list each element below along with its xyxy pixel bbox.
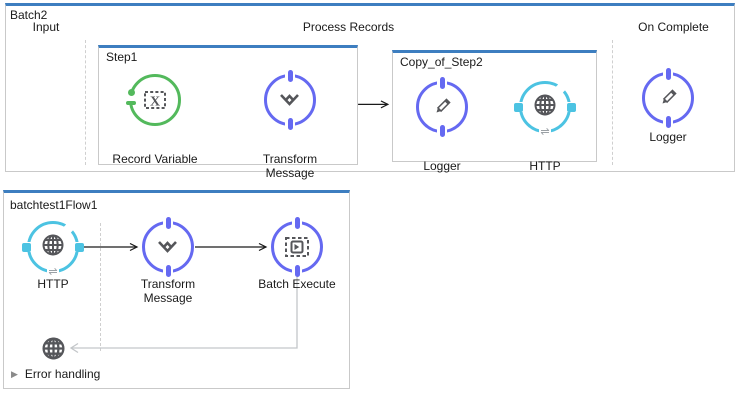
- flow-title: batchtest1Flow1: [10, 198, 98, 212]
- process-oncomplete-divider: [612, 40, 613, 165]
- error-handling-label: Error handling: [24, 367, 101, 381]
- node-label: Transform Message: [262, 152, 318, 180]
- transform-message-node[interactable]: [264, 70, 316, 130]
- node-label: Logger: [649, 130, 687, 144]
- record-variable-node[interactable]: X: [126, 74, 181, 126]
- variable-dot-icon: [128, 89, 135, 96]
- flow-batchtest1flow1[interactable]: batchtest1Flow1: [3, 190, 350, 389]
- variable-dash-icon: [126, 101, 136, 105]
- node-label: Transform Message: [140, 277, 196, 305]
- http-request-node[interactable]: ⇌: [514, 81, 576, 138]
- batch-step-copy-of-step2[interactable]: Copy_of_Step2 Logger: [392, 50, 597, 173]
- node-label: Record Variable: [112, 152, 198, 166]
- step-title: Copy_of_Step2: [400, 55, 483, 69]
- flow-title: Batch2: [10, 8, 48, 22]
- set-variable-icon: X: [129, 74, 181, 126]
- batch-process-records-section-label: Process Records: [302, 20, 395, 34]
- pencil-icon: [416, 81, 468, 133]
- exchange-arrows-icon: ⇌: [540, 126, 550, 138]
- node-label: HTTP: [37, 277, 69, 291]
- batch-scope-batch2[interactable]: Batch2 Input Process Records On Complete…: [5, 3, 735, 180]
- on-complete-logger-node[interactable]: [642, 68, 694, 128]
- collapse-arrow-icon: ▶: [11, 368, 18, 379]
- globe-icon: [519, 77, 571, 133]
- batch-execute-node[interactable]: [271, 217, 323, 277]
- globe-icon: [27, 217, 79, 273]
- node-label: Logger: [423, 159, 461, 173]
- batch-input-section-label: Input: [32, 20, 60, 34]
- error-handling-toggle[interactable]: ▶ Error handling: [11, 367, 100, 381]
- pencil-icon: [642, 72, 694, 124]
- batch-execute-icon: [271, 221, 323, 273]
- node-label: Batch Execute: [258, 277, 336, 291]
- transform-message-node[interactable]: [142, 217, 194, 277]
- step-title: Step1: [106, 50, 138, 64]
- exchange-arrows-icon: ⇌: [48, 266, 58, 278]
- http-listener-node[interactable]: ⇌: [22, 221, 84, 278]
- node-label: HTTP: [529, 159, 561, 173]
- svg-text:X: X: [150, 95, 160, 110]
- dataweave-icon: [142, 221, 194, 273]
- batch-step1[interactable]: Step1 X Record Variable: [98, 45, 358, 180]
- logger-node[interactable]: [416, 77, 468, 137]
- input-process-divider: [85, 40, 86, 165]
- http-response-globe-icon: [40, 335, 67, 367]
- dataweave-icon: [264, 74, 316, 126]
- batch-on-complete-section-label: On Complete: [638, 20, 709, 34]
